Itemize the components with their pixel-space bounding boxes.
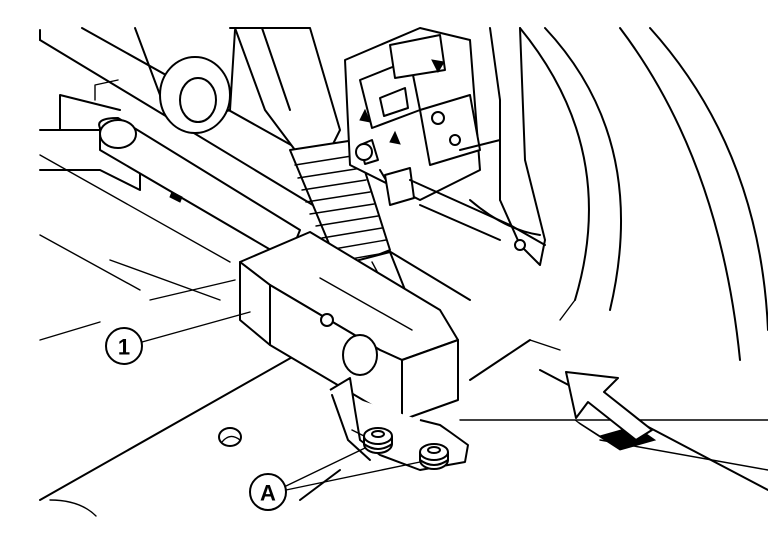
rear-mount-ring [134, 27, 266, 134]
clamp-block [239, 231, 459, 421]
lever-cable-upper [234, 27, 341, 151]
bolt-a-right [419, 443, 449, 470]
callout-1: 1 [105, 311, 251, 365]
floor-hole [218, 427, 242, 447]
callout-a-label: A [260, 481, 276, 506]
lever-ratchet-mechanism [344, 27, 481, 206]
bolt-a-left [363, 427, 393, 454]
callout-1-label: 1 [118, 335, 130, 360]
cable-rod [98, 117, 301, 261]
front-direction-arrow-icon [565, 371, 657, 451]
right-support-bracket [409, 27, 546, 266]
right-body-panels [519, 27, 768, 361]
callout-a: A [249, 447, 421, 511]
